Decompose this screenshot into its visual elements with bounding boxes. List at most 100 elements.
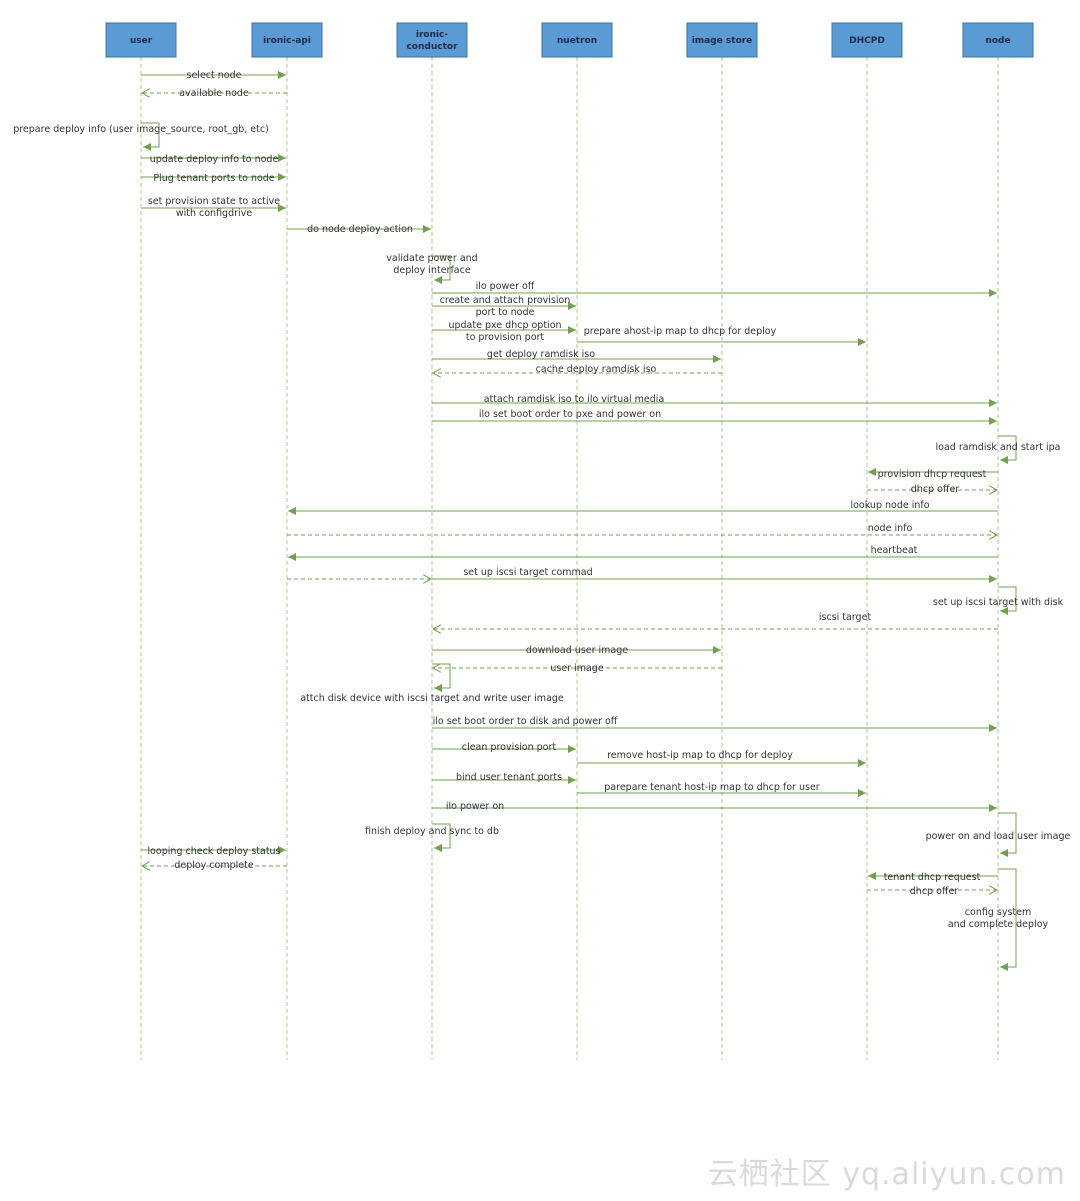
message-label: lookup node info <box>850 500 929 511</box>
message-label: heartbeat <box>871 545 918 556</box>
message: download user image <box>432 645 721 656</box>
message: Plug tenant ports to node <box>141 173 286 184</box>
message: attach ramdisk iso to ilo virtual media <box>432 394 997 407</box>
message-label: parepare tenant host-ip map to dhcp for … <box>604 782 820 793</box>
message-label: ilo power off <box>476 281 535 292</box>
participant-box <box>251 22 323 58</box>
message-label: finish deploy and sync to db <box>365 826 499 837</box>
message: remove host-ip map to dhcp for deploy <box>577 750 866 767</box>
participant-name: node <box>985 36 1010 46</box>
message-label: dhcp offer <box>910 886 959 897</box>
message: node info <box>287 523 997 535</box>
message: bind user tenant ports <box>432 772 576 784</box>
message-label: power on and load user image <box>926 831 1071 842</box>
message: lookup node info <box>288 500 998 515</box>
message: prepare deploy info (user image_source, … <box>13 122 269 151</box>
self-message-arrow <box>998 812 1017 857</box>
message-label: select node <box>187 70 242 81</box>
message: ilo set boot order to disk and power off <box>432 716 997 732</box>
message: cache deploy ramdisk iso <box>433 364 722 375</box>
message: do node deploy action <box>287 224 431 235</box>
message-label: cache deploy ramdisk iso <box>536 364 657 375</box>
message: heartbeat <box>288 545 998 561</box>
message: set up iscsi target with disk <box>933 586 1064 615</box>
participant-neutron: nuetron <box>541 22 613 1060</box>
self-message-arrow <box>998 868 1017 971</box>
message: ilo set boot order to pxe and power on <box>432 409 997 425</box>
message-label: get deploy ramdisk iso <box>487 349 595 360</box>
message: attch disk device with iscsi target and … <box>300 663 564 704</box>
self-message-arrow <box>141 122 160 151</box>
message-label: available node <box>179 88 249 99</box>
message: user image <box>433 663 722 674</box>
participant-box <box>686 22 758 58</box>
participant-box <box>962 22 1034 58</box>
message-label: set up iscsi target with disk <box>933 597 1064 608</box>
message: looping check deploy status <box>141 846 286 857</box>
message-label: remove host-ip map to dhcp for deploy <box>607 750 793 761</box>
participant-node: node <box>962 22 1034 1060</box>
message: prepare ahost-ip map to dhcp for deploy <box>577 326 866 346</box>
message-label: clean provision port <box>462 742 557 753</box>
participant-name: user <box>130 36 153 46</box>
message-label: looping check deploy status <box>147 846 280 857</box>
message: ilo power on <box>432 801 997 812</box>
message-label: Plug tenant ports to node <box>153 173 274 184</box>
participant-name: nuetron <box>557 36 597 46</box>
message: available node <box>142 88 287 99</box>
message-label: provision dhcp request <box>878 469 987 480</box>
participant-name: image store <box>692 36 753 46</box>
message: dhcp offer <box>867 484 997 495</box>
message: get deploy ramdisk iso <box>432 349 721 363</box>
watermark: 云栖社区 yq.aliyun.com <box>707 1157 1066 1192</box>
participant-name: ironic-api <box>263 36 311 46</box>
participant-box <box>105 22 177 58</box>
message-label: bind user tenant ports <box>456 772 562 783</box>
message-label: do node deploy action <box>307 224 413 235</box>
participant-cond: ironic-conductor <box>396 22 468 1060</box>
message: dhcp offer <box>867 886 997 897</box>
participant-api: ironic-api <box>251 22 323 1060</box>
message: power on and load user image <box>926 812 1071 857</box>
message-label: load ramdisk and start ipa <box>936 442 1061 453</box>
participant-image: image store <box>686 22 758 1060</box>
message-label: attach ramdisk iso to ilo virtual media <box>484 394 665 405</box>
message-label: ilo set boot order to pxe and power on <box>479 409 661 420</box>
self-message-arrow <box>998 586 1017 615</box>
message-label: node info <box>868 523 913 534</box>
message: update deploy info to node <box>141 154 286 165</box>
message: load ramdisk and start ipa <box>936 435 1061 464</box>
message-label: tenant dhcp request <box>884 872 981 883</box>
participant-box <box>396 22 468 58</box>
message-label: deploy complete <box>174 860 254 871</box>
participant-box <box>541 22 613 58</box>
participant-dhcp: DHCPD <box>831 22 903 1060</box>
self-message-arrow <box>432 663 451 692</box>
message-label: set up iscsi target commad <box>463 567 592 578</box>
message-label: ilo power on <box>446 801 504 812</box>
message-label: update deploy info to node <box>150 154 279 165</box>
message-label: dhcp offer <box>911 484 960 495</box>
message: parepare tenant host-ip map to dhcp for … <box>577 782 866 797</box>
message: iscsi target <box>433 612 998 629</box>
self-message-arrow <box>432 823 451 852</box>
participant-name: ironic-conductor <box>406 30 458 52</box>
message-label: ilo set boot order to disk and power off <box>433 716 618 727</box>
message-label: user image <box>550 663 603 674</box>
message: set up iscsi target commad <box>432 567 997 583</box>
message: clean provision port <box>432 742 576 753</box>
message: provision dhcp request <box>868 468 998 480</box>
message-label: attch disk device with iscsi target and … <box>300 693 564 704</box>
self-message-arrow <box>432 255 451 284</box>
participant-user: user <box>105 22 177 1060</box>
message: select node <box>141 70 286 81</box>
message-label: prepare ahost-ip map to dhcp for deploy <box>584 326 777 337</box>
message-label: prepare deploy info (user image_source, … <box>13 124 269 135</box>
